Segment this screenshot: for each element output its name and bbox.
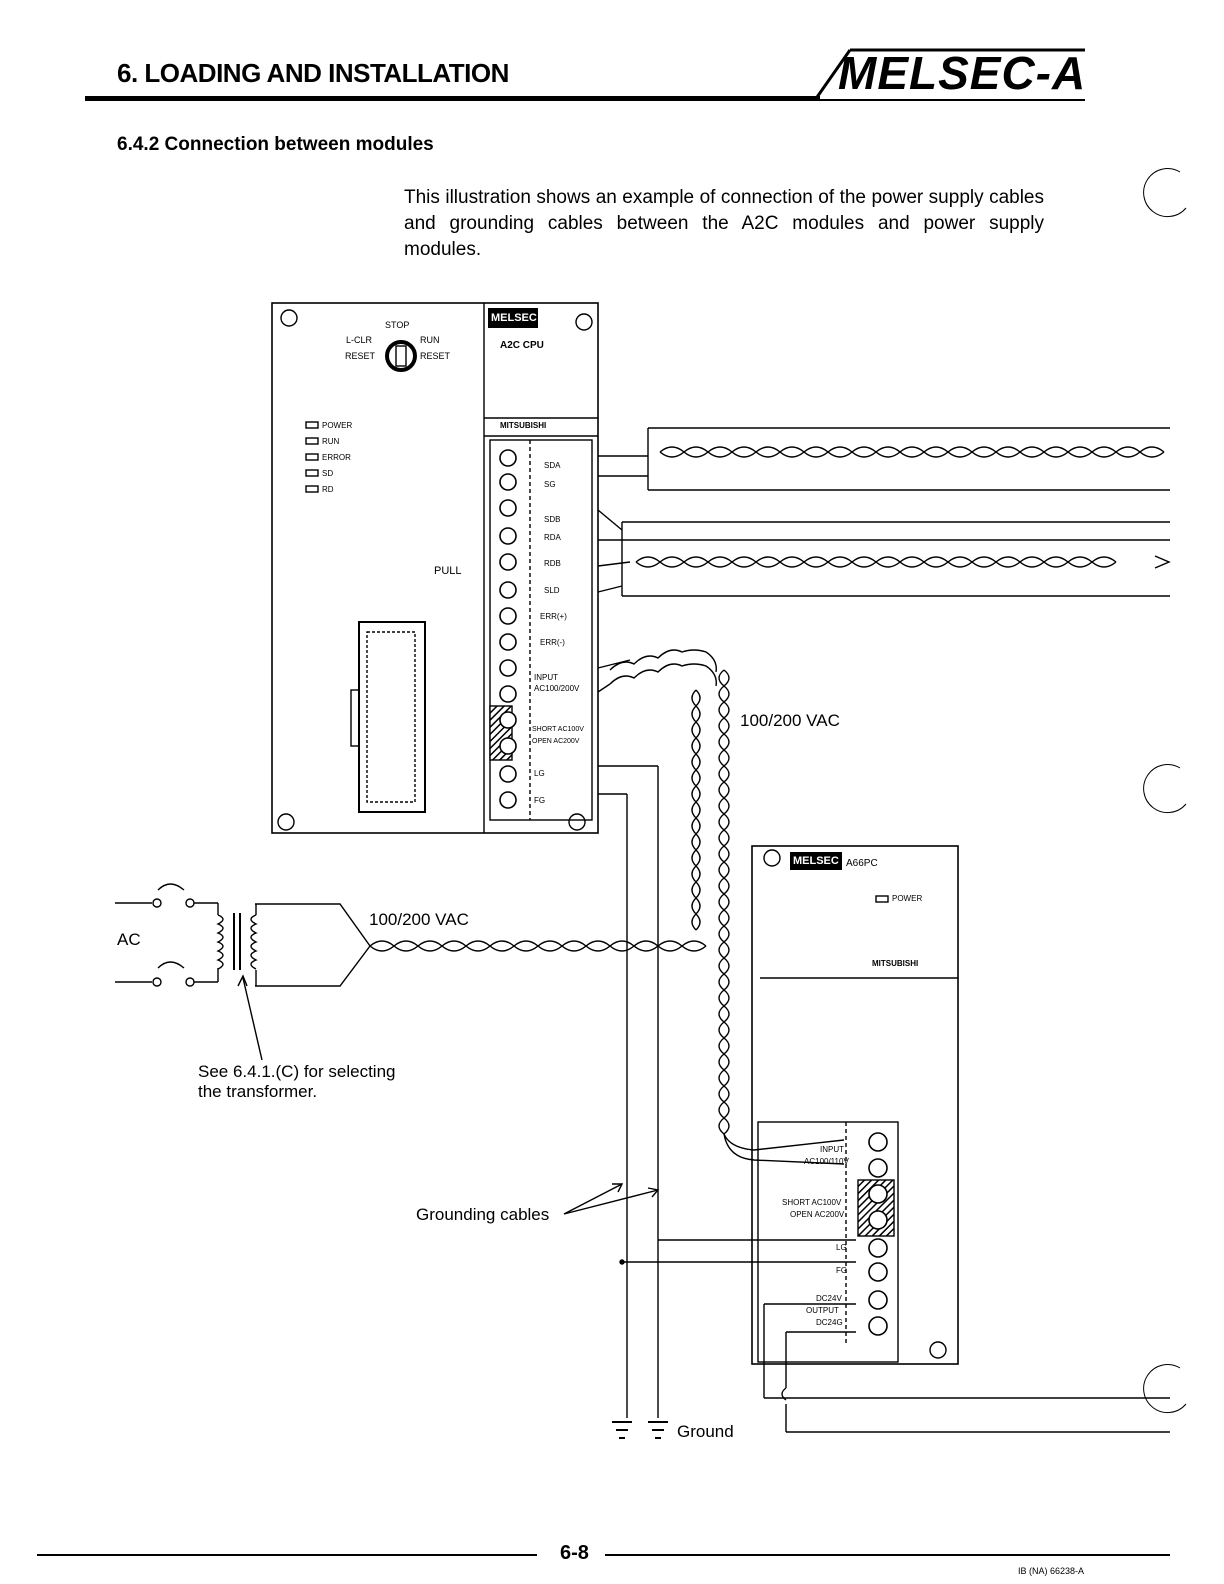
psu-model: A66PC bbox=[846, 858, 878, 869]
psu-led-power: POWER bbox=[892, 894, 923, 903]
page-number: 6-8 bbox=[560, 1542, 589, 1564]
term-input: INPUT bbox=[534, 673, 558, 682]
led-power-label: POWER bbox=[322, 421, 353, 430]
term-short: SHORT AC100V bbox=[532, 726, 584, 733]
footer-rule-right bbox=[605, 1554, 1170, 1556]
term-open: OPEN AC200V bbox=[532, 738, 580, 745]
psu-module-outline bbox=[751, 845, 959, 1365]
cpu-maker: MITSUBISHI bbox=[500, 421, 547, 430]
term-sg: SG bbox=[544, 480, 556, 489]
cpu-model: A2C CPU bbox=[500, 340, 544, 351]
intro-paragraph: This illustration shows an example of co… bbox=[404, 187, 1044, 260]
transformer-note-2: the transformer. bbox=[198, 1082, 318, 1101]
cpu-module-outline bbox=[271, 302, 599, 834]
switch-stop-label: STOP bbox=[385, 320, 410, 330]
cpu-brand: MELSEC bbox=[491, 312, 537, 324]
psu-term-ac: AC100/110V bbox=[804, 1157, 849, 1166]
vac-label-left: 100/200 VAC bbox=[369, 910, 469, 929]
section-title: 6.4.2 Connection between modules bbox=[117, 134, 434, 155]
psu-maker: MITSUBISHI bbox=[872, 959, 919, 968]
psu-term-fg: FG bbox=[836, 1266, 848, 1275]
led-run-label: RUN bbox=[322, 437, 340, 446]
switch-reset-right-label: RESET bbox=[420, 351, 451, 361]
psu-term-input: INPUT bbox=[820, 1145, 844, 1154]
psu-term-dc24g: DC24G bbox=[816, 1318, 843, 1327]
document-number: IB (NA) 66238-A bbox=[1018, 1566, 1085, 1576]
led-error-label: ERROR bbox=[322, 453, 351, 462]
led-rd-label: RD bbox=[322, 485, 334, 494]
term-sda: SDA bbox=[544, 461, 561, 470]
ground-label: Ground bbox=[677, 1422, 734, 1441]
term-err-plus: ERR(+) bbox=[540, 612, 567, 621]
term-sld: SLD bbox=[544, 586, 560, 595]
chapter-title: 6. LOADING AND INSTALLATION bbox=[117, 58, 509, 88]
footer-rule-left bbox=[37, 1554, 537, 1556]
term-rda: RDA bbox=[544, 533, 561, 542]
led-sd-label: SD bbox=[322, 469, 334, 478]
psu-term-dc24v: DC24V bbox=[816, 1294, 842, 1303]
term-sdb: SDB bbox=[544, 515, 561, 524]
switch-reset-left-label: RESET bbox=[345, 351, 376, 361]
term-lg: LG bbox=[534, 769, 545, 778]
header-rule bbox=[85, 96, 820, 101]
grounding-cables-label: Grounding cables bbox=[416, 1205, 550, 1224]
term-err-minus: ERR(-) bbox=[540, 638, 565, 647]
vac-label-right: 100/200 VAC bbox=[740, 711, 840, 730]
melsec-logo: MELSEC-A bbox=[838, 47, 1087, 99]
psu-term-short: SHORT AC100V bbox=[782, 1198, 842, 1207]
term-fg: FG bbox=[534, 796, 546, 805]
transformer-note-1: See 6.4.1.(C) for selecting bbox=[198, 1062, 396, 1081]
switch-lclr-label: L-CLR bbox=[346, 335, 373, 345]
psu-brand-box bbox=[790, 852, 842, 870]
psu-brand: MELSEC bbox=[793, 855, 839, 867]
psu-term-open: OPEN AC200V bbox=[790, 1210, 845, 1219]
term-rdb: RDB bbox=[544, 559, 561, 568]
term-ac-input: AC100/200V bbox=[534, 684, 580, 693]
pull-label: PULL bbox=[434, 565, 462, 577]
psu-term-output: OUTPUT bbox=[806, 1306, 839, 1315]
psu-term-lg: LG bbox=[836, 1243, 847, 1252]
ac-label: AC bbox=[117, 930, 141, 949]
switch-run-label: RUN bbox=[420, 335, 440, 345]
cpu-brand-box bbox=[488, 308, 538, 328]
